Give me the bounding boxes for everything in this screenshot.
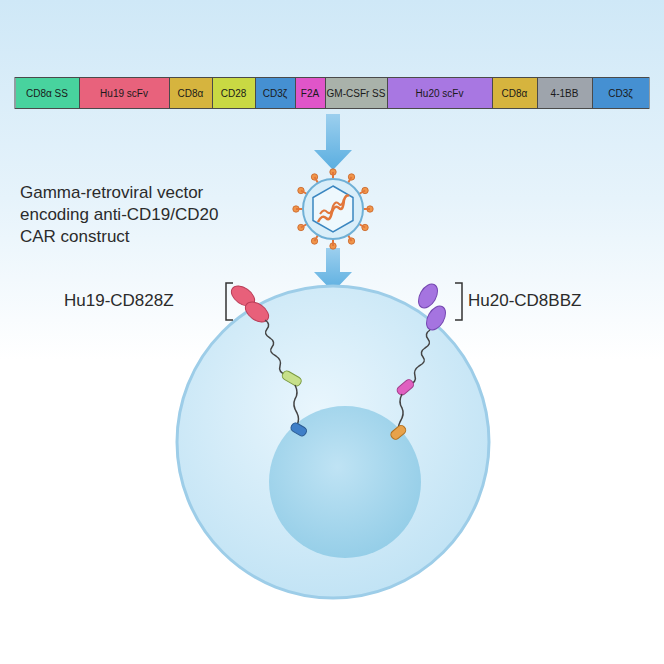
construct-segment: Hu20 scFv (388, 78, 493, 108)
virus-spike (296, 208, 303, 210)
virus-spike (315, 235, 319, 241)
retrovirus-icon (293, 169, 373, 249)
virus-spike (332, 239, 334, 246)
car-name: Hu19-CD828Z (64, 290, 174, 312)
virus-spike (315, 177, 319, 183)
segment-label: Hu20 scFv (416, 88, 464, 99)
bracket (455, 283, 462, 320)
construct-segment: Hu19 scFv (80, 78, 170, 108)
segment-label: GM-CSFr SS (327, 88, 386, 99)
vector-caption: Gamma-retroviral vector encoding anti-CD… (20, 182, 245, 248)
segment-label: CD3ζ (263, 88, 287, 99)
virus-spike (363, 208, 370, 210)
virus-spike (301, 191, 307, 195)
virus-spike (332, 172, 334, 179)
segment-label: F2A (301, 88, 319, 99)
segment-label: CD8α (178, 88, 204, 99)
virus-spike (348, 177, 352, 183)
construct-segment: CD8α SS (16, 78, 80, 108)
construct-segment: 4-1BB (538, 78, 593, 108)
car-receptor (228, 282, 308, 437)
virus-spike (359, 191, 365, 195)
construct-segment: CD8α (493, 78, 538, 108)
car-receptor (389, 281, 449, 441)
segment-label: Hu19 scFv (100, 88, 148, 99)
virus-spike (359, 224, 365, 228)
construct-segment: CD3ζ (593, 78, 649, 108)
segment-label: CD8α (502, 88, 528, 99)
construct-outline (15, 78, 649, 109)
segment-label: CD28 (221, 88, 247, 99)
construct-segment: GM-CSFr SS (326, 78, 388, 108)
virus-spike (348, 235, 352, 241)
nucleus (269, 406, 421, 558)
virus-spike (301, 224, 307, 228)
segment-label: CD8α SS (26, 88, 68, 99)
t-cell (177, 286, 489, 598)
construct-segment: F2A (296, 78, 326, 108)
construct-segment: CD28 (213, 78, 256, 108)
construct-segment: CD8α (170, 78, 213, 108)
segment-label: CD3ζ (608, 88, 632, 99)
construct-segment: CD3ζ (256, 78, 296, 108)
segment-label: 4-1BB (551, 88, 579, 99)
bracket (226, 283, 233, 320)
car-name: Hu20-CD8BBZ (468, 290, 581, 312)
down-arrow (314, 114, 352, 170)
